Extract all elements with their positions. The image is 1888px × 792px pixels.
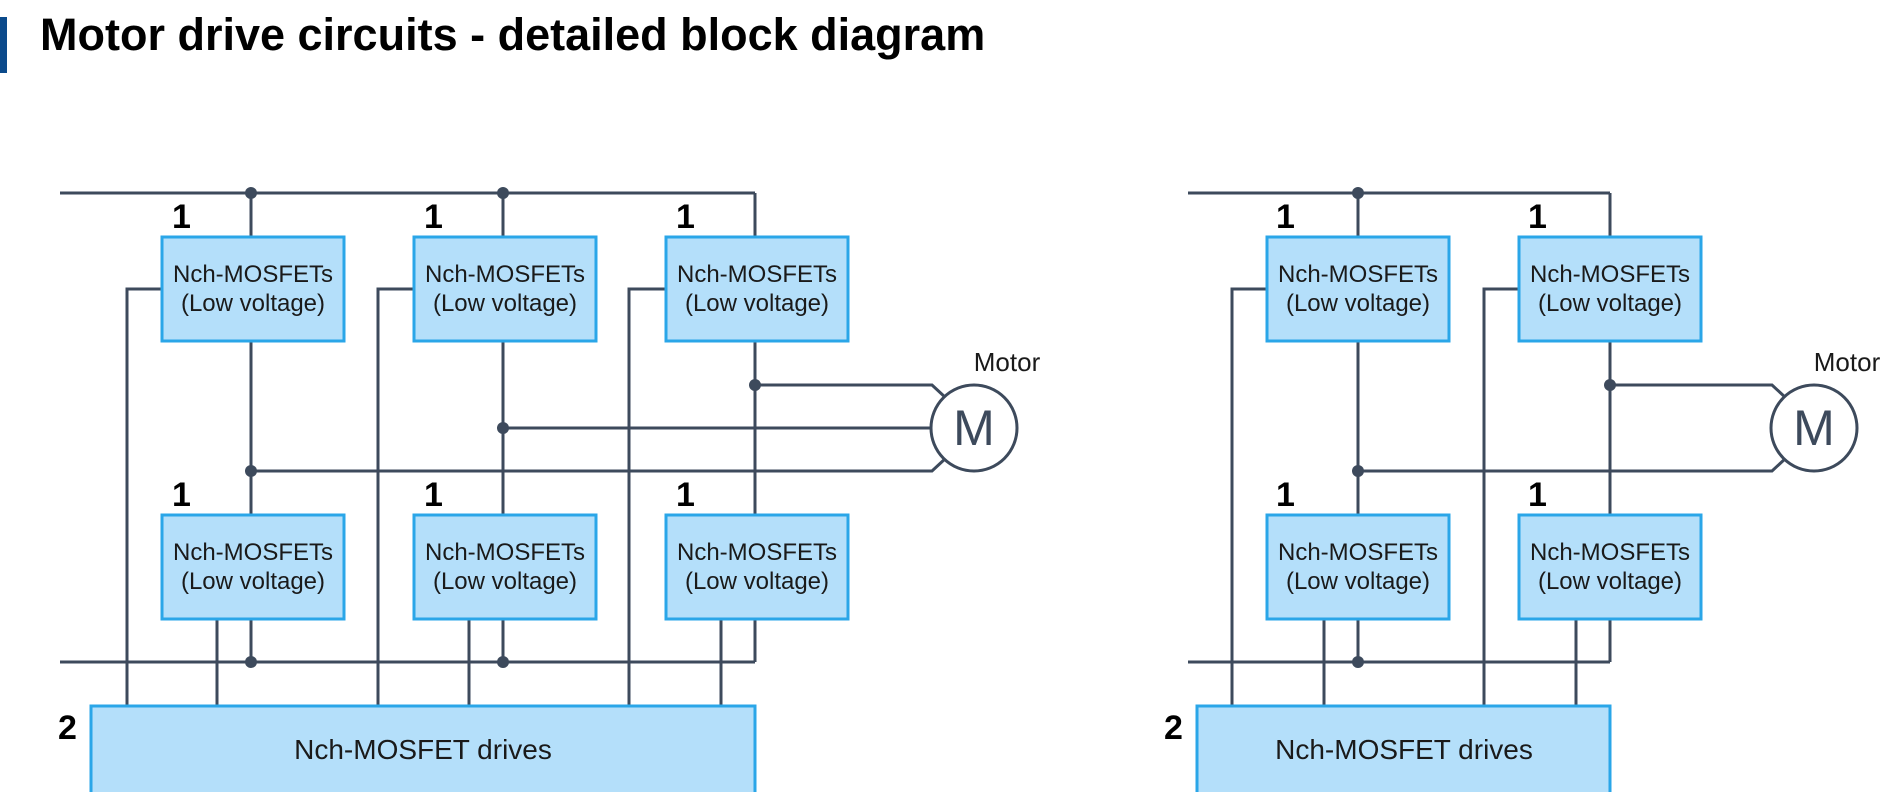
junction bbox=[245, 465, 257, 477]
mosfet-label-line1: Nch-MOSFETs bbox=[173, 261, 333, 288]
mosfet-box: Nch-MOSFETs (Low voltage) bbox=[412, 513, 598, 621]
mosfet-box: Nch-MOSFETs (Low voltage) bbox=[1265, 235, 1451, 343]
mosfet-label-line2: (Low voltage) bbox=[685, 290, 829, 317]
block-number: 1 bbox=[1276, 198, 1295, 236]
junction bbox=[1352, 465, 1364, 477]
mosfet-label-line2: (Low voltage) bbox=[181, 290, 325, 317]
motor-label: Motor bbox=[1814, 347, 1881, 377]
mosfet-box: Nch-MOSFETs (Low voltage) bbox=[412, 235, 598, 343]
mosfet-label-line1: Nch-MOSFETs bbox=[1278, 539, 1438, 566]
motor-m-label: M bbox=[953, 400, 995, 456]
block-number: 2 bbox=[58, 709, 77, 747]
block-number: 1 bbox=[424, 476, 443, 514]
motor-symbol: M bbox=[929, 383, 1019, 473]
gate-wire bbox=[125, 287, 162, 706]
block-number: 1 bbox=[424, 198, 443, 236]
gate-wire bbox=[1230, 287, 1267, 706]
mosfet-label-line1: Nch-MOSFETs bbox=[173, 539, 333, 566]
gate-wire bbox=[376, 287, 414, 706]
mosfet-box: Nch-MOSFETs (Low voltage) bbox=[664, 513, 850, 621]
mosfet-label-line2: (Low voltage) bbox=[1538, 568, 1682, 595]
mosfet-label-line1: Nch-MOSFETs bbox=[677, 539, 837, 566]
mosfet-box: Nch-MOSFETs (Low voltage) bbox=[664, 235, 850, 343]
junction bbox=[749, 379, 761, 391]
drive-label: Nch-MOSFET drives bbox=[294, 734, 552, 765]
page-title: Motor drive circuits - detailed block di… bbox=[40, 9, 986, 60]
phase-wire bbox=[251, 456, 948, 473]
block-number: 1 bbox=[1276, 476, 1295, 514]
mosfet-label-line2: (Low voltage) bbox=[433, 290, 577, 317]
mosfet-label-line2: (Low voltage) bbox=[685, 568, 829, 595]
mosfet-label-line2: (Low voltage) bbox=[433, 568, 577, 595]
motor-m-label: M bbox=[1793, 400, 1835, 456]
mosfet-label-line1: Nch-MOSFETs bbox=[677, 261, 837, 288]
gate-wire bbox=[1482, 287, 1519, 706]
mosfet-label-line1: Nch-MOSFETs bbox=[1530, 539, 1690, 566]
phase-wire bbox=[1358, 456, 1788, 473]
junction bbox=[497, 422, 509, 434]
block-number: 1 bbox=[1528, 198, 1547, 236]
block-number: 1 bbox=[676, 476, 695, 514]
gate-wire bbox=[627, 287, 666, 706]
mosfet-label-line1: Nch-MOSFETs bbox=[1278, 261, 1438, 288]
junction bbox=[1604, 379, 1616, 391]
block-number: 2 bbox=[1164, 709, 1183, 747]
mosfet-box: Nch-MOSFETs (Low voltage) bbox=[1517, 513, 1703, 621]
motor-symbol: M bbox=[1769, 383, 1859, 473]
diagram-two-phase: Nch-MOSFETs (Low voltage) Nch-MOSFETs (L… bbox=[1164, 187, 1881, 792]
mosfet-box: Nch-MOSFETs (Low voltage) bbox=[160, 235, 346, 343]
mosfet-label-line2: (Low voltage) bbox=[181, 568, 325, 595]
mosfet-label-line2: (Low voltage) bbox=[1286, 568, 1430, 595]
phase-wire bbox=[1610, 383, 1788, 400]
block-number: 1 bbox=[172, 198, 191, 236]
diagram-three-phase: Nch-MOSFETs (Low voltage) Nch-MOSFETs (L… bbox=[58, 187, 1041, 792]
mosfet-label-line1: Nch-MOSFETs bbox=[425, 539, 585, 566]
mosfet-box: Nch-MOSFETs (Low voltage) bbox=[160, 513, 346, 621]
mosfet-label-line1: Nch-MOSFETs bbox=[1530, 261, 1690, 288]
phase-wire bbox=[755, 383, 948, 400]
block-number: 1 bbox=[172, 476, 191, 514]
drive-box: Nch-MOSFET drives bbox=[1195, 704, 1612, 792]
drive-label: Nch-MOSFET drives bbox=[1275, 734, 1533, 765]
mosfet-label-line1: Nch-MOSFETs bbox=[425, 261, 585, 288]
motor-label: Motor bbox=[974, 347, 1041, 377]
mosfet-box: Nch-MOSFETs (Low voltage) bbox=[1517, 235, 1703, 343]
title-accent-bar bbox=[0, 17, 7, 73]
block-number: 1 bbox=[1528, 476, 1547, 514]
mosfet-label-line2: (Low voltage) bbox=[1538, 290, 1682, 317]
drive-box: Nch-MOSFET drives bbox=[89, 704, 757, 792]
mosfet-box: Nch-MOSFETs (Low voltage) bbox=[1265, 513, 1451, 621]
block-number: 1 bbox=[676, 198, 695, 236]
mosfet-label-line2: (Low voltage) bbox=[1286, 290, 1430, 317]
